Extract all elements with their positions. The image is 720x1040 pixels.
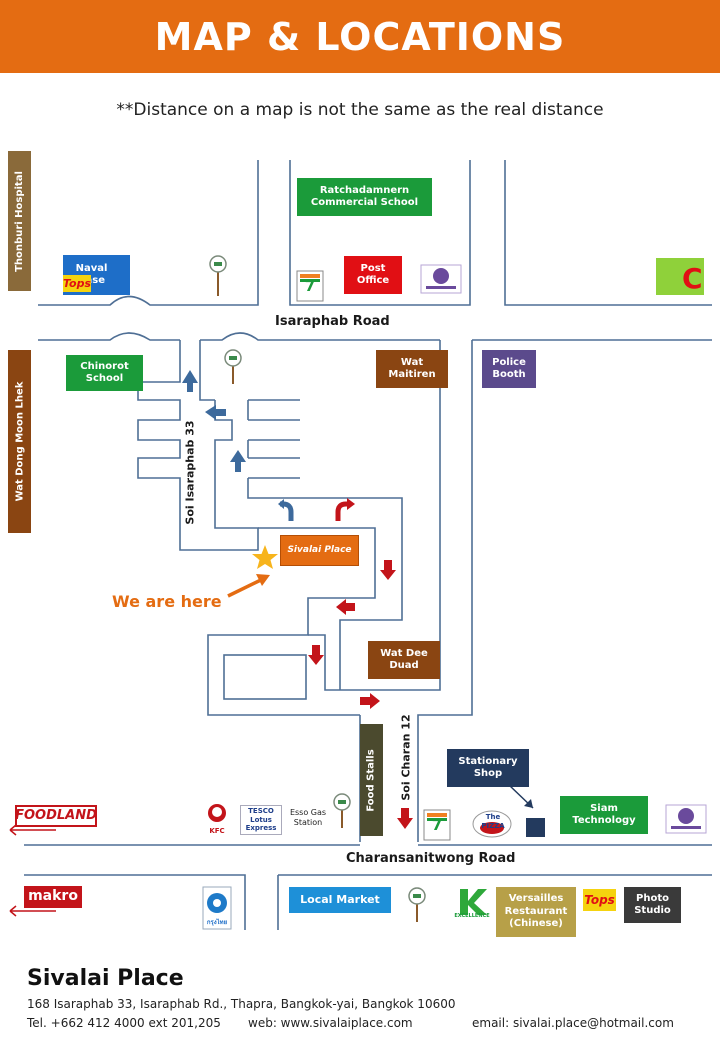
isaraphab-road-bottom-edge-2 [200,332,440,341]
thonburi-hospital-label: Thonburi Hospital [8,151,31,291]
post-office-label: Post Office [344,256,402,294]
wat-dong-moon-lhek-label: Wat Dong Moon Lhek [8,350,31,533]
arrow-up-icon [182,370,198,392]
isaraphab-road-top-edge [38,160,259,306]
bus-stop-icon [224,349,242,384]
krungthai-bank-icon [202,886,232,930]
isaraphab-road-top-edge-2 [289,160,471,306]
isaraphab-road-label: Isaraphab Road [275,314,390,329]
footer-tel: Tel. +662 412 4000 ext 201,205 [27,1016,221,1030]
police-booth-label: Police Booth [482,350,536,388]
pizza-logo-icon [472,810,512,838]
footer-title: Sivalai Place [27,966,184,991]
pizza-text: The PIZZA [481,813,505,830]
esso-gas-station-label: Esso Gas Station [289,808,327,827]
page-title: MAP & LOCATIONS [154,14,566,59]
distance-note: **Distance on a map is not the same as t… [116,100,604,120]
stationary-shop-marker [526,818,545,837]
page-header: MAP & LOCATIONS [0,0,720,73]
arrow-down-icon [308,645,324,665]
we-are-here-label: We are here [112,592,222,611]
soi-charan-label: Soi Charan 12 [399,714,413,801]
food-stalls-label: Food Stalls [360,724,383,836]
bank-logo-icon [665,804,707,834]
wat-maitiren-label: Wat Maitiren [376,350,448,388]
bank-logo-icons [420,264,707,834]
kfc-logo-icon [200,800,234,834]
star-icon [252,545,278,569]
exit-left-arrow-icon [9,905,56,917]
foodland-logo: FOODLAND [15,805,97,827]
k-excellence-text: EXCELLENCE [454,912,490,919]
isaraphab-road-top-edge-3 [504,160,712,306]
seven-eleven-icon [423,809,451,841]
arrow-up-icon [230,450,246,472]
arrow-down-icon [397,808,413,829]
red-arrows [308,560,413,829]
photo-studio-label: Photo Studio [624,887,681,923]
bus-stop-icons [209,255,426,922]
tesco-lotus-logo: TESCO Lotus Express [240,805,282,835]
bus-stop-icon [408,887,426,922]
isaraphab-road-bottom-edge [38,332,180,341]
makro-logo: makro [24,886,82,908]
seven-eleven-logo: 7 [304,276,316,295]
stationary-shop-label: Stationary Shop [447,749,529,787]
charansanitwong-road-label: Charansanitwong Road [346,851,516,866]
soi-charan-road [308,340,473,842]
building-block [223,654,307,700]
footer-email[interactable]: email: sivalai.place@hotmail.com [472,1016,674,1030]
arrow-left-icon [205,405,226,420]
soi-isaraphab-right [199,340,215,401]
footer-web[interactable]: web: www.sivalaiplace.com [248,1016,413,1030]
soi-isaraphab-left [137,340,259,551]
turn-right-arrow-icon [335,501,349,521]
big-c-logo-icon: C [656,258,704,295]
blue-arrows [182,370,246,472]
sivalai-place-logo: Sivalai Place [280,535,359,566]
alley-lines [247,399,403,690]
footer-address: 168 Isaraphab 33, Isaraphab Rd., Thapra,… [27,997,456,1011]
seven-eleven-logo-2: 7 [431,815,443,834]
charan-road-bottom-edge [24,874,712,930]
k-excellence-icon [460,889,487,915]
svg-text:C: C [682,262,703,295]
bus-stop-icon [209,255,227,296]
bank-logo-icon [420,264,462,294]
seven-eleven-icon [296,270,324,302]
arrow-left-icon [336,599,355,615]
bus-stop-icon [333,793,351,828]
ratchadamnern-school-label: Ratchadamnern Commercial School [297,178,432,216]
siam-technology-label: Siam Technology [560,796,648,834]
chinorot-school-label: Chinorot School [66,355,143,391]
arrow-down-icon [380,560,396,580]
versailles-restaurant-label: Versailles Restaurant (Chinese) [496,887,576,937]
tops-logo-2: Tops [583,889,616,911]
wat-dee-duad-label: Wat Dee Duad [368,641,440,679]
local-market-label: Local Market [289,887,391,913]
tops-logo: Tops [63,275,91,292]
here-arrow-icon [227,576,266,598]
krungthai-text: กรุงไทย [206,919,228,927]
soi-isaraphab-label: Soi Isaraphab 33 [183,420,197,525]
arrow-right-icon [360,693,380,709]
kfc-text: KFC [209,826,225,835]
